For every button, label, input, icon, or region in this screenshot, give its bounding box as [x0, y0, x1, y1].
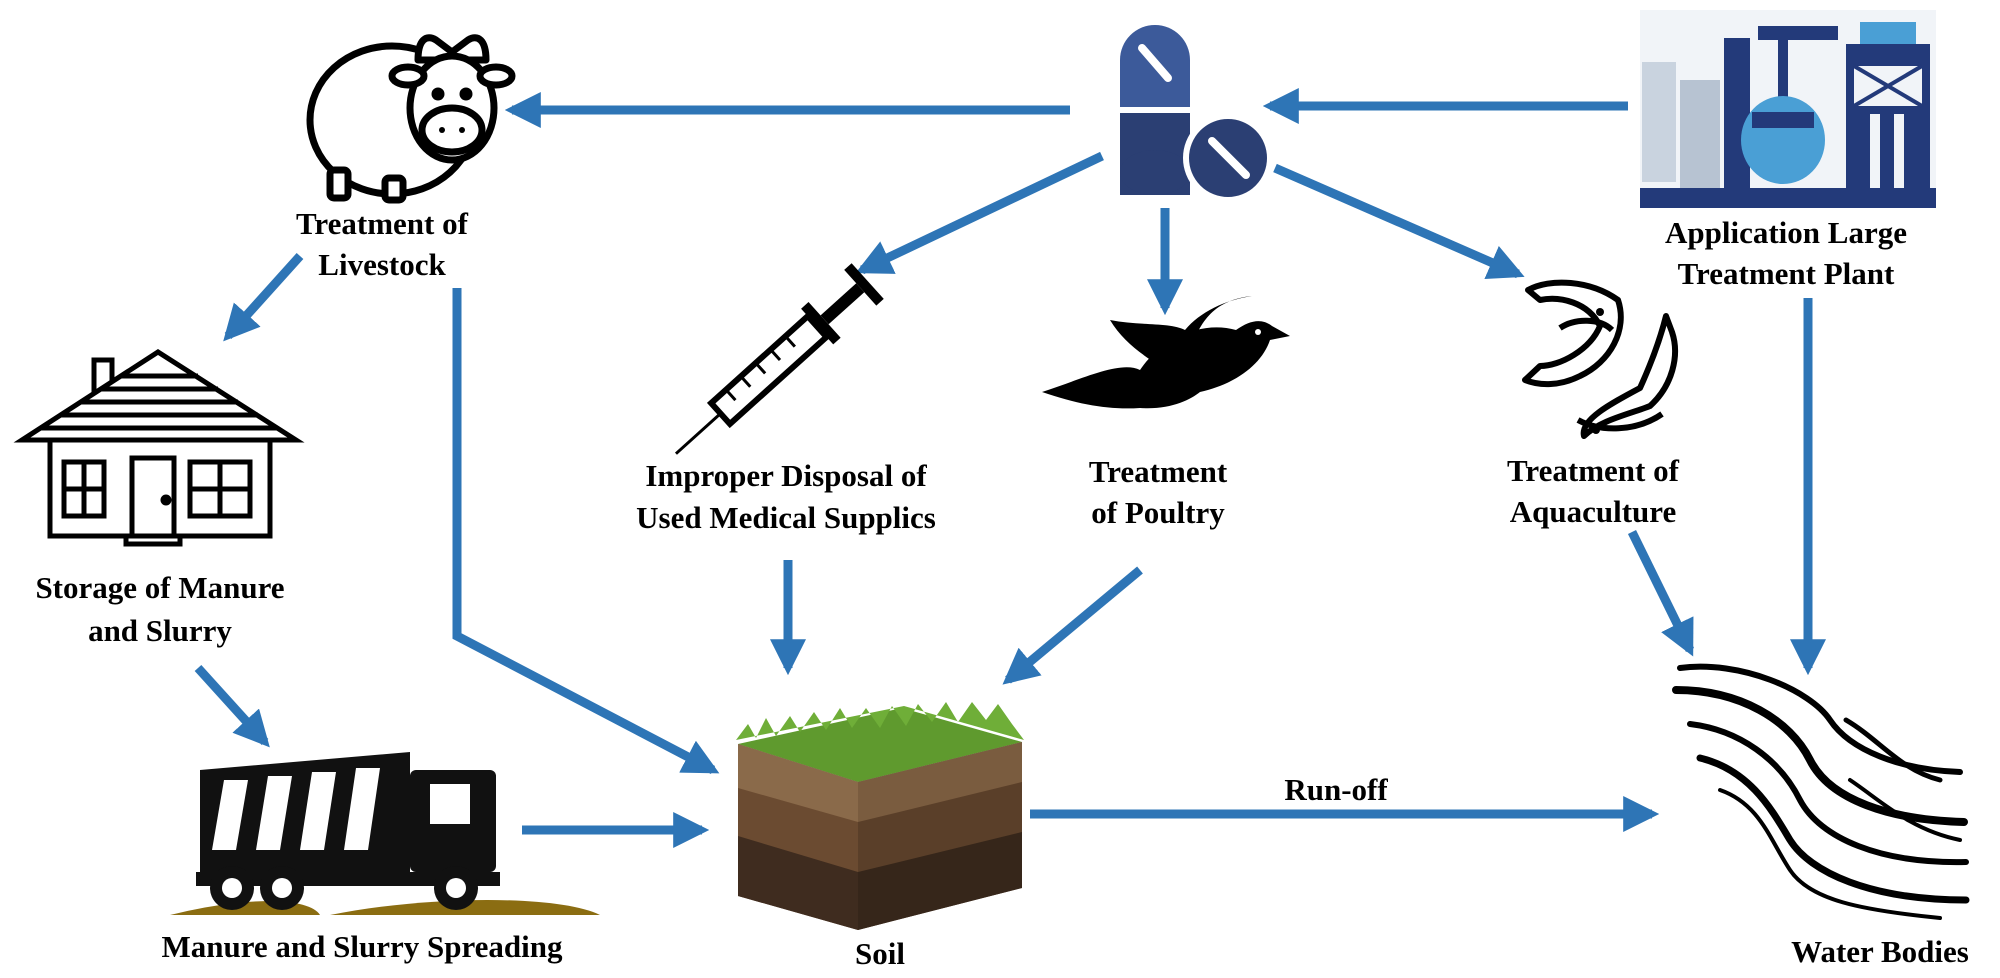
arrow-poultry-to-soil: [1002, 566, 1143, 685]
dump-truck-icon: [170, 752, 600, 915]
soil-block-icon: [736, 702, 1024, 930]
arrow-storage-to-truck: [194, 664, 270, 748]
label-poultry-line1: Treatment: [1089, 454, 1228, 489]
cow-icon: [306, 34, 516, 204]
arrows: [194, 88, 1826, 848]
label-plant-line2: Treatment Plant: [1678, 256, 1895, 291]
label-storage-line1: Storage of Manure: [35, 570, 284, 605]
arrow-livestock-to-storage: [223, 252, 304, 342]
label-aquaculture-line2: Aquaculture: [1510, 494, 1677, 529]
bird-icon: [1042, 296, 1290, 409]
label-plant-line1: Application Large: [1665, 215, 1907, 250]
arrow-aquaculture-to-water: [1627, 530, 1695, 657]
label-medical-line1: Improper Disposal of: [645, 458, 927, 493]
arrow-pills-to-aquaculture: [1273, 163, 1525, 279]
fish-icon: [1522, 279, 1678, 439]
label-livestock-line1: Treatment of: [296, 206, 469, 241]
label-water: Water Bodies: [1791, 934, 1969, 969]
water-waves-icon: [1672, 663, 1970, 920]
pills-icon: [1120, 25, 1273, 203]
label-medical-line2: Used Medical Supplics: [636, 500, 936, 535]
arrow-pills-to-medical: [855, 151, 1104, 275]
house-icon: [13, 349, 305, 547]
label-storage-line2: and Slurry: [88, 613, 232, 648]
label-runoff: Run-off: [1284, 772, 1388, 807]
label-poultry-line2: of Poultry: [1091, 495, 1225, 530]
treatment-plant-icon: [1640, 10, 1936, 208]
label-spreading: Manure and Slurry Spreading: [161, 929, 563, 964]
arrow-livestock-to-soil: [452, 288, 720, 774]
label-soil: Soil: [855, 936, 905, 971]
syringe-icon: [674, 263, 884, 455]
labels: Treatment of Livestock Application Large…: [35, 206, 1968, 971]
label-livestock-line2: Livestock: [318, 247, 446, 282]
label-aquaculture-line1: Treatment of: [1507, 453, 1680, 488]
